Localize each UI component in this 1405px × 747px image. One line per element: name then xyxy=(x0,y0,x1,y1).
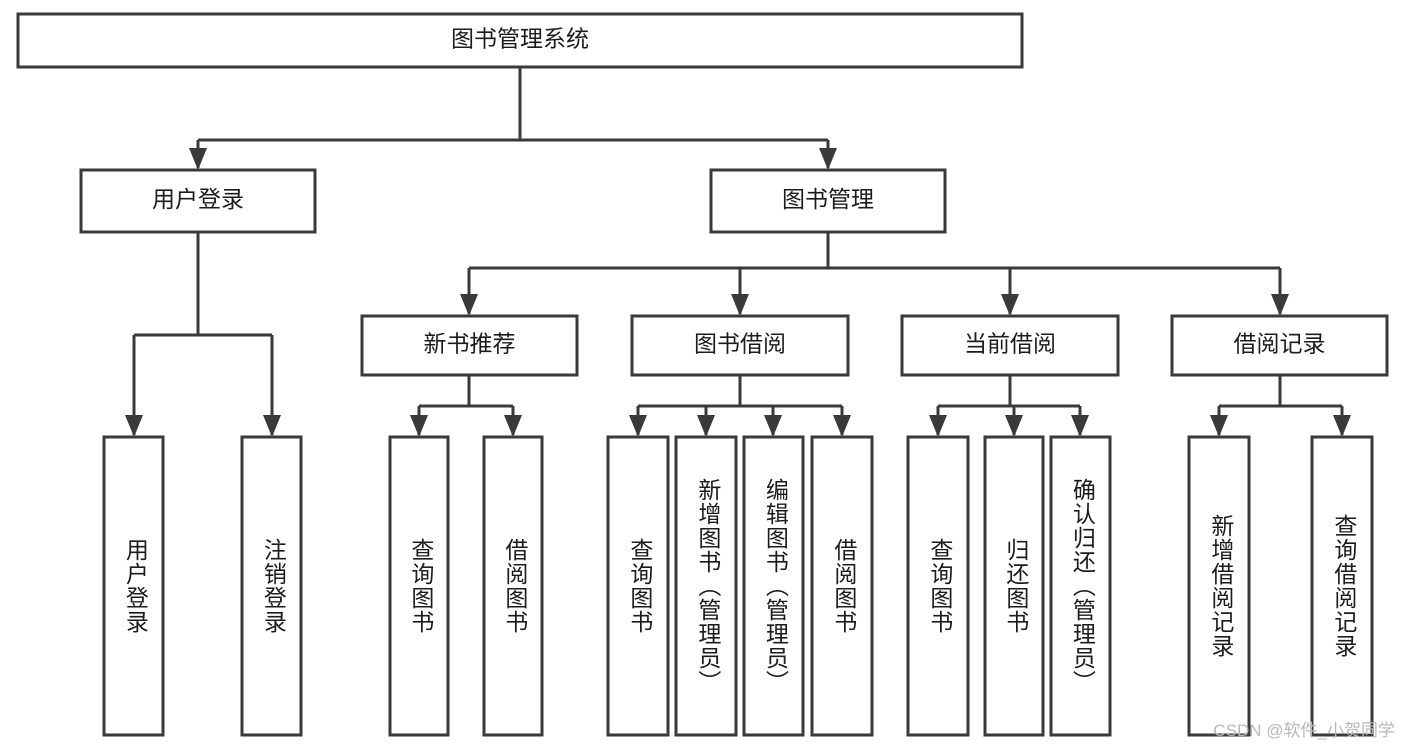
node-label: 新增图书（管理员） xyxy=(695,478,722,694)
node-label: 查询借阅记录 xyxy=(1331,514,1358,658)
flow-node[interactable]: 查询图书 xyxy=(606,435,670,737)
node-box[interactable] xyxy=(983,435,1045,737)
node-box[interactable] xyxy=(482,435,544,737)
node-box[interactable] xyxy=(900,314,1120,377)
node-label: 图书管理 xyxy=(782,186,874,212)
node-box[interactable] xyxy=(1310,435,1374,737)
arrow-head-icon xyxy=(460,294,478,316)
arrow-head-icon xyxy=(1005,415,1023,437)
node-label: 查询图书 xyxy=(627,538,654,634)
flow-node[interactable]: 用户登录 xyxy=(102,435,165,737)
flow-node[interactable]: 新增图书（管理员） xyxy=(674,435,738,737)
arrow-head-icon xyxy=(410,415,428,437)
arrow-head-icon xyxy=(1071,415,1089,437)
flow-node[interactable]: 查询图书 xyxy=(906,435,970,737)
flow-node[interactable]: 新增借阅记录 xyxy=(1187,435,1251,737)
arrow-head-icon xyxy=(1271,294,1289,316)
flow-node[interactable]: 查询借阅记录 xyxy=(1310,435,1374,737)
arrow-head-icon xyxy=(1333,415,1351,437)
node-label: 查询图书 xyxy=(927,538,954,634)
node-box[interactable] xyxy=(16,12,1024,69)
connector-group xyxy=(629,375,851,437)
node-label: 当前借阅 xyxy=(964,331,1056,357)
connector-layer xyxy=(125,67,1351,437)
flow-node[interactable]: 借阅记录 xyxy=(1170,314,1389,377)
node-label: 新书推荐 xyxy=(424,331,516,357)
node-label: 查询图书 xyxy=(408,538,435,634)
csdn-watermark: CSDN @软件_小贺同学 xyxy=(1213,721,1395,740)
node-label: 图书借阅 xyxy=(694,331,786,357)
node-box[interactable] xyxy=(102,435,165,737)
flow-node[interactable]: 图书管理系统 xyxy=(16,12,1024,69)
node-label: 用户登录 xyxy=(122,538,149,634)
flow-node[interactable]: 图书管理 xyxy=(709,168,947,234)
node-box[interactable] xyxy=(79,168,317,234)
node-label: 注销登录 xyxy=(260,538,287,634)
connector-group xyxy=(189,67,837,170)
node-label: 图书管理系统 xyxy=(451,26,589,52)
flow-node[interactable]: 注销登录 xyxy=(240,435,303,737)
node-box[interactable] xyxy=(388,435,450,737)
node-box[interactable] xyxy=(606,435,670,737)
connector-group xyxy=(1210,375,1351,437)
node-label: 确认归还（管理员） xyxy=(1069,478,1096,694)
connector-group xyxy=(125,232,281,437)
node-box[interactable] xyxy=(674,435,738,737)
arrow-head-icon xyxy=(764,415,782,437)
node-box[interactable] xyxy=(810,435,874,737)
flow-node[interactable]: 确认归还（管理员） xyxy=(1049,435,1112,737)
node-box[interactable] xyxy=(1049,435,1112,737)
arrow-head-icon xyxy=(189,148,207,170)
arrow-head-icon xyxy=(697,415,715,437)
node-layer: 图书管理系统用户登录图书管理新书推荐图书借阅当前借阅借阅记录用户登录注销登录查询… xyxy=(16,12,1389,737)
flow-node[interactable]: 当前借阅 xyxy=(900,314,1120,377)
node-box[interactable] xyxy=(360,314,579,377)
arrow-head-icon xyxy=(833,415,851,437)
node-label: 新增借阅记录 xyxy=(1208,514,1235,658)
arrow-head-icon xyxy=(504,415,522,437)
node-label: 借阅图书 xyxy=(502,538,529,634)
node-label: 借阅记录 xyxy=(1234,331,1326,357)
node-label: 编辑图书（管理员） xyxy=(762,478,789,694)
node-box[interactable] xyxy=(240,435,303,737)
arrow-head-icon xyxy=(731,294,749,316)
flow-node[interactable]: 归还图书 xyxy=(983,435,1045,737)
flow-node[interactable]: 图书借阅 xyxy=(630,314,850,377)
node-box[interactable] xyxy=(1170,314,1389,377)
arrow-head-icon xyxy=(263,415,281,437)
node-label: 借阅图书 xyxy=(831,538,858,634)
flow-node[interactable]: 编辑图书（管理员） xyxy=(742,435,805,737)
arrow-head-icon xyxy=(1001,294,1019,316)
arrow-head-icon xyxy=(929,415,947,437)
node-box[interactable] xyxy=(742,435,805,737)
connector-group xyxy=(460,232,1289,316)
flow-node[interactable]: 借阅图书 xyxy=(482,435,544,737)
node-box[interactable] xyxy=(1187,435,1251,737)
connector-group xyxy=(410,375,522,437)
arrow-head-icon xyxy=(1210,415,1228,437)
flow-node[interactable]: 新书推荐 xyxy=(360,314,579,377)
node-box[interactable] xyxy=(906,435,970,737)
arrow-head-icon xyxy=(125,415,143,437)
arrow-head-icon xyxy=(819,148,837,170)
node-label: 归还图书 xyxy=(1003,538,1030,634)
flow-node[interactable]: 借阅图书 xyxy=(810,435,874,737)
arrow-head-icon xyxy=(629,415,647,437)
flow-node[interactable]: 查询图书 xyxy=(388,435,450,737)
connector-group xyxy=(929,375,1089,437)
node-box[interactable] xyxy=(709,168,947,234)
node-box[interactable] xyxy=(630,314,850,377)
flow-node[interactable]: 用户登录 xyxy=(79,168,317,234)
node-label: 用户登录 xyxy=(152,186,244,212)
